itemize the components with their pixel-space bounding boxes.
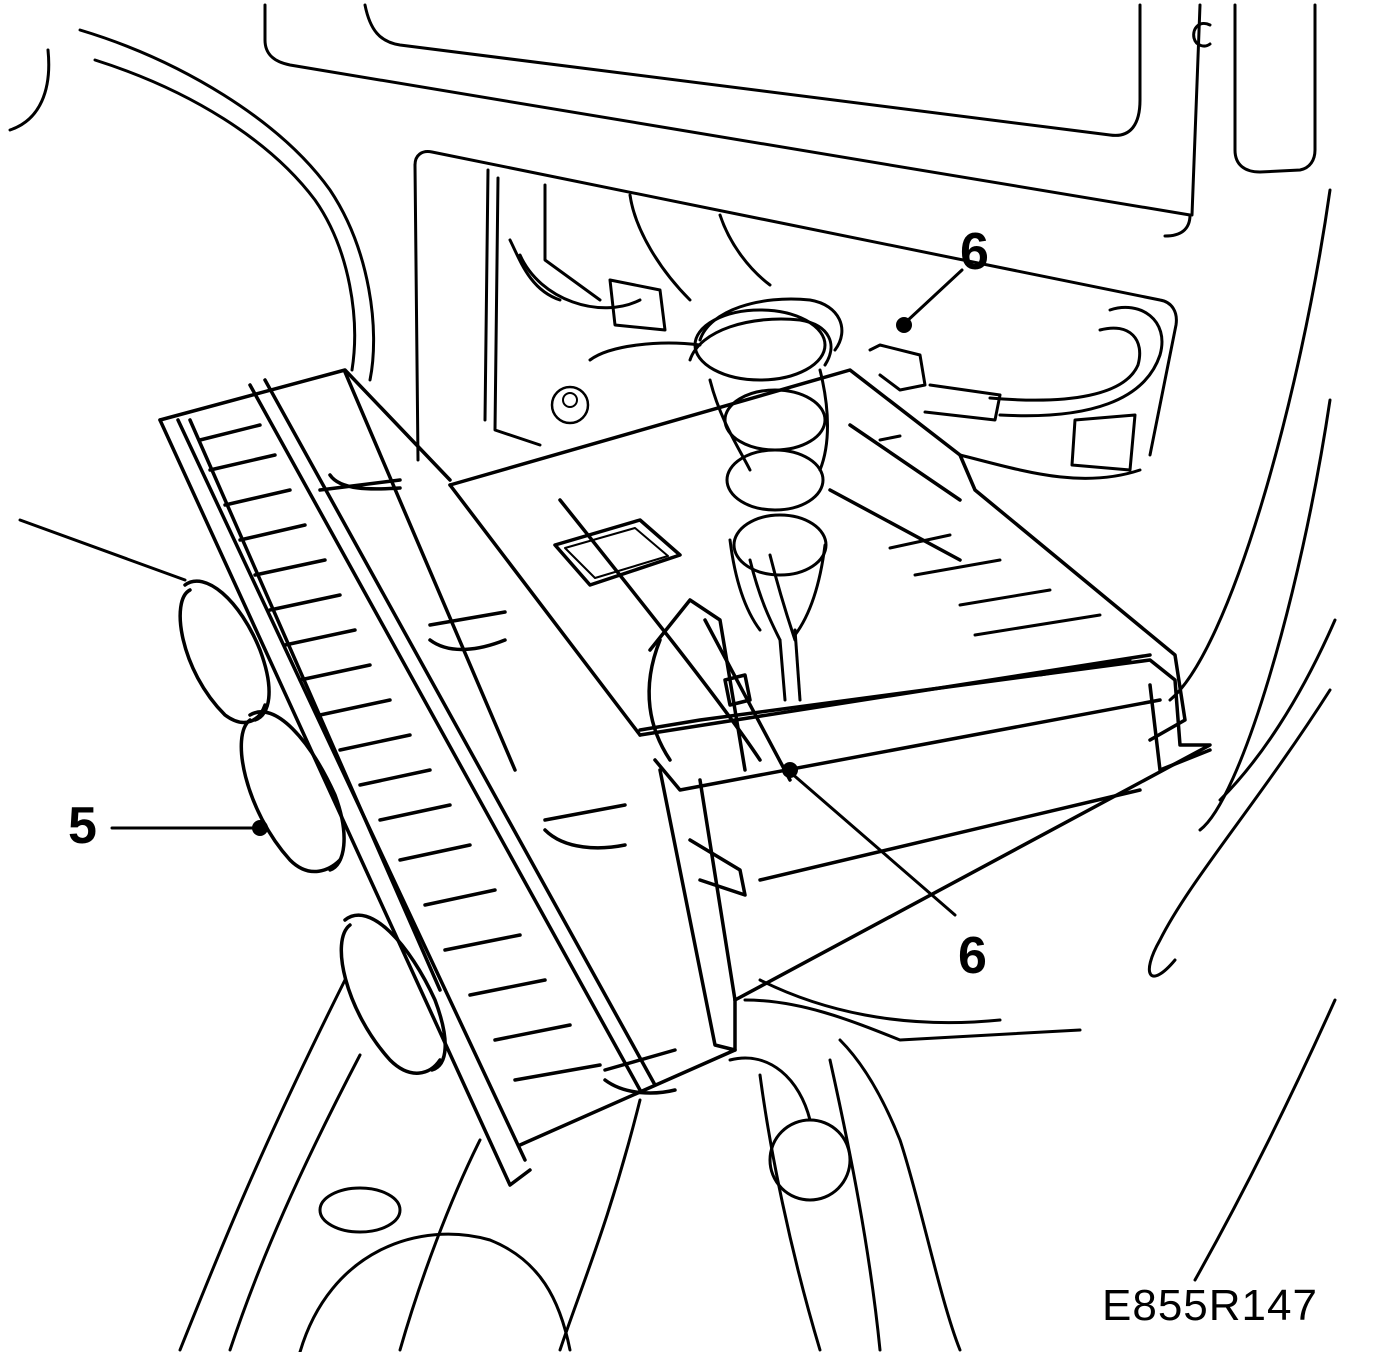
figure-code: E855R147: [1102, 1281, 1318, 1330]
callout-dot-6-top: [896, 317, 912, 333]
callout-label-6-bottom: 6: [958, 927, 987, 985]
callout-dot-5: [252, 820, 268, 836]
lower-console: [18, 518, 1082, 1352]
control-knobs: [178, 579, 447, 1075]
callout-label-6-top: 6: [960, 223, 989, 281]
callout-dot-6-bottom: [782, 762, 798, 778]
dashboard-outline: [8, 3, 1337, 1282]
callout-label-5: 5: [68, 797, 97, 855]
dash-opening: [413, 150, 1178, 480]
leader-lines: [110, 268, 964, 917]
wiring-harness: [688, 297, 1164, 702]
leader-dots: [252, 317, 912, 836]
side-frame: [158, 368, 737, 1187]
front-bracket: [638, 598, 1212, 1052]
